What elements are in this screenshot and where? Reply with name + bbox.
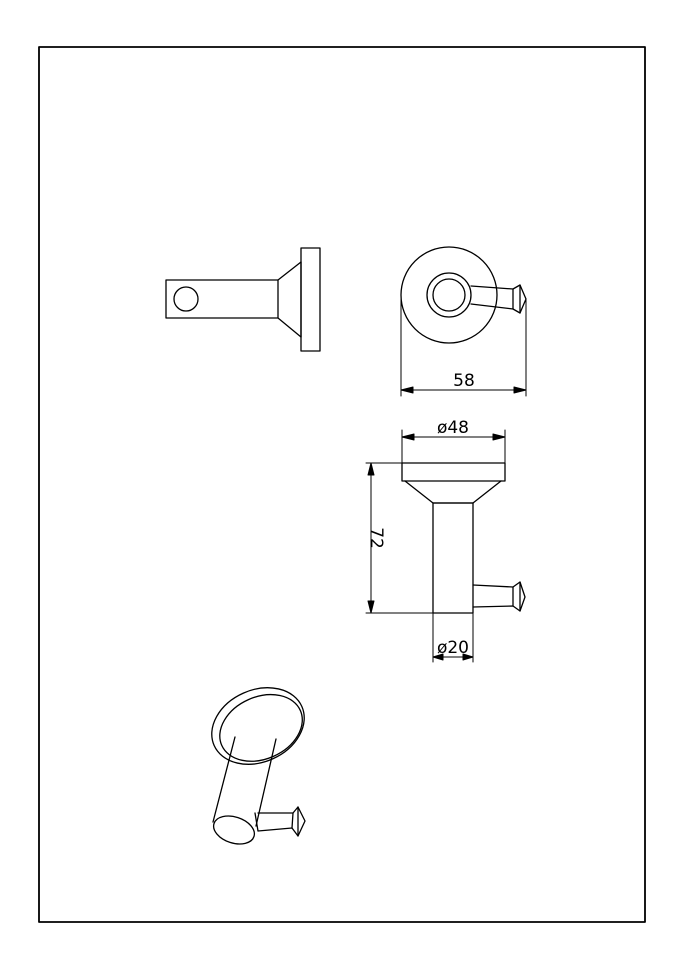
- side-elevation-view: [401, 462, 526, 614]
- top-view-side-profile: [165, 247, 321, 352]
- dimension-width-label: 58: [453, 371, 475, 391]
- iso-shaft-end: [212, 815, 256, 845]
- front-view: [400, 246, 527, 344]
- drawing-border: [38, 46, 646, 923]
- isometric-view: [211, 687, 306, 845]
- base-plate: [401, 462, 506, 482]
- mounting-hole: [173, 286, 199, 312]
- dimension-base-diameter: [401, 429, 506, 464]
- dimension-height: [365, 462, 434, 614]
- dimension-width: [400, 295, 527, 397]
- dimension-height-label: 72: [366, 527, 386, 549]
- base-plate-circle: [400, 246, 498, 344]
- dimension-base-diameter-label: ø48: [437, 418, 469, 438]
- shaft: [432, 502, 474, 614]
- dimension-shaft-diameter: [432, 612, 474, 663]
- iso-base-outer: [211, 687, 305, 765]
- dimension-shaft-diameter-label: ø20: [437, 638, 469, 658]
